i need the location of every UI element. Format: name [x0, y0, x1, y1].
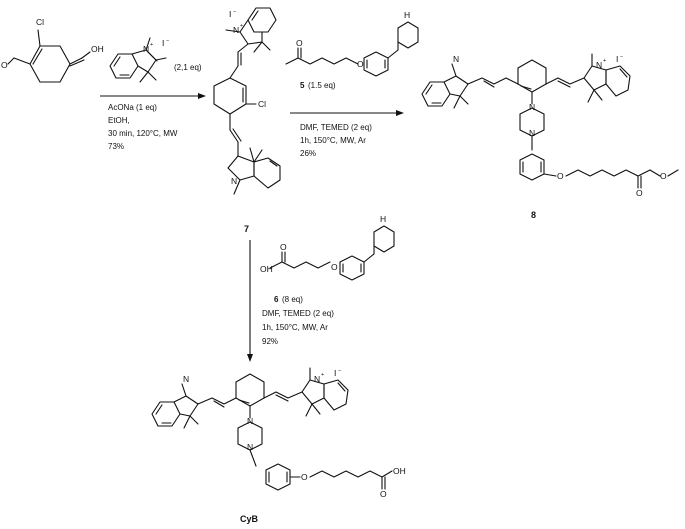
- cyb-iodide-charge: −: [338, 368, 341, 374]
- reaction1-yield: 73%: [108, 142, 124, 151]
- reagent-5-ether-o: O: [357, 59, 364, 69]
- indolium-nitrogen-label: N: [143, 44, 149, 54]
- reagent1-ratio: (2,1 eq): [174, 63, 202, 72]
- compound-8-iodide-charge: −: [620, 54, 623, 60]
- reaction-arrow-3-head: [247, 354, 253, 362]
- compound-8-pip-n1: N: [529, 102, 535, 112]
- reaction1-condition-solvent: EtOH,: [108, 116, 130, 125]
- indolium-iodide-charge: −: [166, 38, 169, 44]
- reagent-6-acid-oh: OH: [260, 264, 273, 274]
- compound-8-ether-o: O: [557, 171, 564, 181]
- cyb-charge: +: [321, 372, 324, 378]
- reagent-6-structure: OH O O H: [260, 214, 395, 281]
- compound-7-nitrogen-bottom: N: [231, 176, 237, 186]
- compound-8-carbonyl-o: O: [636, 188, 643, 198]
- cyb-carbonyl-o: O: [380, 489, 387, 499]
- indolium-charge: +: [150, 42, 153, 48]
- reagent-6-ether-o: O: [331, 262, 338, 272]
- compound-8-nitrogen-right: N: [596, 60, 602, 70]
- compound-8-ester-o: O: [660, 171, 667, 181]
- compound-8-iodide-label: I: [616, 54, 618, 64]
- reaction3-condition-solvent: DMF, TEMED (2 eq): [262, 309, 334, 318]
- compound-7-charge: +: [240, 23, 243, 29]
- compound-8-label: 8: [531, 210, 536, 220]
- compound-8-pip-n2: N: [529, 128, 535, 138]
- reaction2-yield: 26%: [300, 149, 316, 158]
- reaction2-condition-time-temp: 1h, 150°C, MW, Ar: [300, 136, 366, 145]
- cyb-nitrogen-right: N: [314, 374, 320, 384]
- chloro-atom-label: Cl: [36, 17, 44, 27]
- reagent-6-carbonyl-o: O: [280, 242, 287, 252]
- compound-7-chloro-label: Cl: [258, 99, 266, 109]
- cyb-nitrogen-left: N: [183, 374, 189, 384]
- reaction-arrow-2-head: [396, 110, 404, 116]
- reagent-6-nh-label: H: [380, 214, 386, 224]
- compound-8-nitrogen-left: N: [453, 54, 459, 64]
- cyb-pip-n1: N: [247, 416, 253, 426]
- cyb-pip-n2: N: [247, 442, 253, 452]
- cyb-iodide-label: I: [334, 368, 336, 378]
- compound-7-nitrogen-top: N: [233, 25, 239, 35]
- reagent-5-ratio: (1.5 eq): [308, 81, 336, 90]
- compound-7-iodide-charge: −: [233, 9, 236, 15]
- reagent-5-nh-label: H: [404, 10, 410, 20]
- reagent-6-ref: 6: [274, 295, 279, 304]
- cyb-ether-o: O: [301, 472, 308, 482]
- hydroxyl-label: OH: [91, 44, 104, 54]
- compound-8-charge: +: [603, 58, 606, 64]
- reagent-5-structure: O O H: [285, 10, 419, 77]
- reaction3-condition-time-temp: 1h, 150°C, MW, Ar: [262, 323, 328, 332]
- compound-7-iodide-label: I: [229, 9, 231, 19]
- indolium-reagent-structure: N + I −: [109, 37, 169, 83]
- aldehyde-oxygen-label: O: [1, 60, 8, 70]
- reagent-6-ratio: (8 eq): [282, 295, 303, 304]
- reaction1-condition-time-temp: 30 min, 120°C, MW: [108, 129, 178, 138]
- indolium-iodide-label: I: [162, 38, 164, 48]
- reaction3-yield: 92%: [262, 337, 278, 346]
- compound-cyb-label: CyB: [240, 514, 259, 524]
- reaction1-condition-base: AcONa (1 eq): [108, 103, 157, 112]
- reaction2-condition-solvent: DMF, TEMED (2 eq): [300, 123, 372, 132]
- compound-cyb-structure: N N + I − N N O O OH: [151, 367, 406, 499]
- reaction-arrow-1-head: [198, 93, 206, 99]
- reagent-5-carbonyl-o: O: [296, 38, 303, 48]
- compound-8-structure: N N + I − N N O O O: [421, 53, 679, 198]
- compound-7-structure: Cl N + I − N: [213, 7, 281, 195]
- cyb-acid-oh: OH: [393, 466, 406, 476]
- starting-aldehyde-structure: Cl O OH: [1, 17, 104, 83]
- reagent-5-ref: 5: [300, 81, 305, 90]
- compound-7-label: 7: [244, 224, 249, 234]
